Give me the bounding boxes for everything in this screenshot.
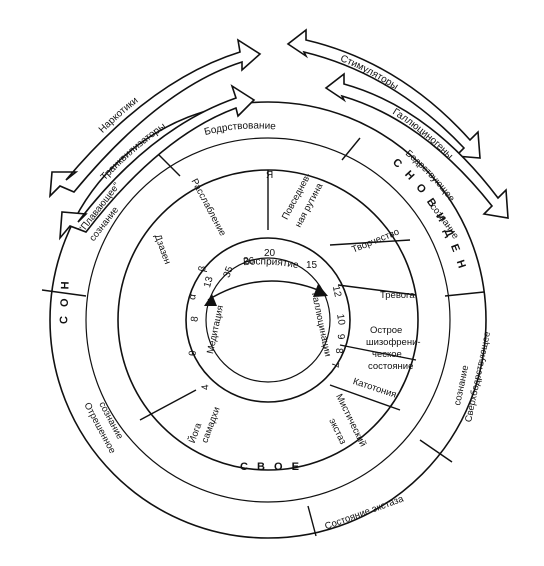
- scale-35: 35: [222, 265, 236, 280]
- scale-arrows: [204, 280, 328, 306]
- scale-12: 12: [330, 285, 343, 299]
- label-schizo-4: состояние: [368, 361, 413, 372]
- label-self: С В О Е: [240, 461, 302, 473]
- label-wakefulness: Бодрствование: [203, 120, 277, 138]
- scale-10: 10: [334, 313, 347, 326]
- label-relaxation: Расслабление: [189, 177, 228, 238]
- label-schizo-2: шизофрени-: [366, 337, 421, 348]
- inner-ring: [185, 237, 351, 403]
- scale-7: 7: [329, 361, 341, 368]
- scale-beta: β: [197, 265, 209, 273]
- scale-9: 9: [335, 334, 346, 341]
- label-schizo-1: Острое: [370, 325, 402, 336]
- label-schizo-3: ческое: [372, 349, 402, 360]
- label-meditation: Медитация: [205, 304, 226, 355]
- label-ego: Я: [266, 170, 273, 181]
- scale-8-right: 8: [333, 348, 344, 354]
- scale-20: 20: [264, 248, 276, 259]
- label-zazen: Дзазен: [152, 233, 173, 266]
- scale-15: 15: [306, 260, 318, 271]
- label-sleep: С О Н: [58, 278, 72, 324]
- scale-4: 4: [200, 383, 212, 390]
- scale-26: 26: [243, 256, 255, 267]
- label-ecstasy-state: Состояние экстаза: [323, 493, 405, 532]
- middle-ring: [117, 169, 419, 471]
- outer-ring: [41, 101, 487, 539]
- scale-8-left: 8: [189, 315, 201, 322]
- scale-arrowhead-left-icon: [204, 294, 217, 306]
- scale-arrowhead-right-icon: [313, 284, 328, 297]
- arrow-stimulants: Стимуляторы: [286, 28, 481, 159]
- label-anxiety: Тревога: [380, 290, 415, 301]
- arrow-narcotics: Наркотики: [49, 38, 262, 199]
- scale-13: 13: [202, 275, 216, 289]
- inner-scale: 26 20 15 12 10 9 8 7 35 13 β α 8 θ 4: [187, 248, 347, 391]
- scale-theta: θ: [188, 350, 199, 356]
- svg-text:Бодрствование: Бодрствование: [203, 120, 277, 138]
- label-catatonia: Катотония: [351, 376, 397, 400]
- scale-alpha: α: [187, 293, 199, 301]
